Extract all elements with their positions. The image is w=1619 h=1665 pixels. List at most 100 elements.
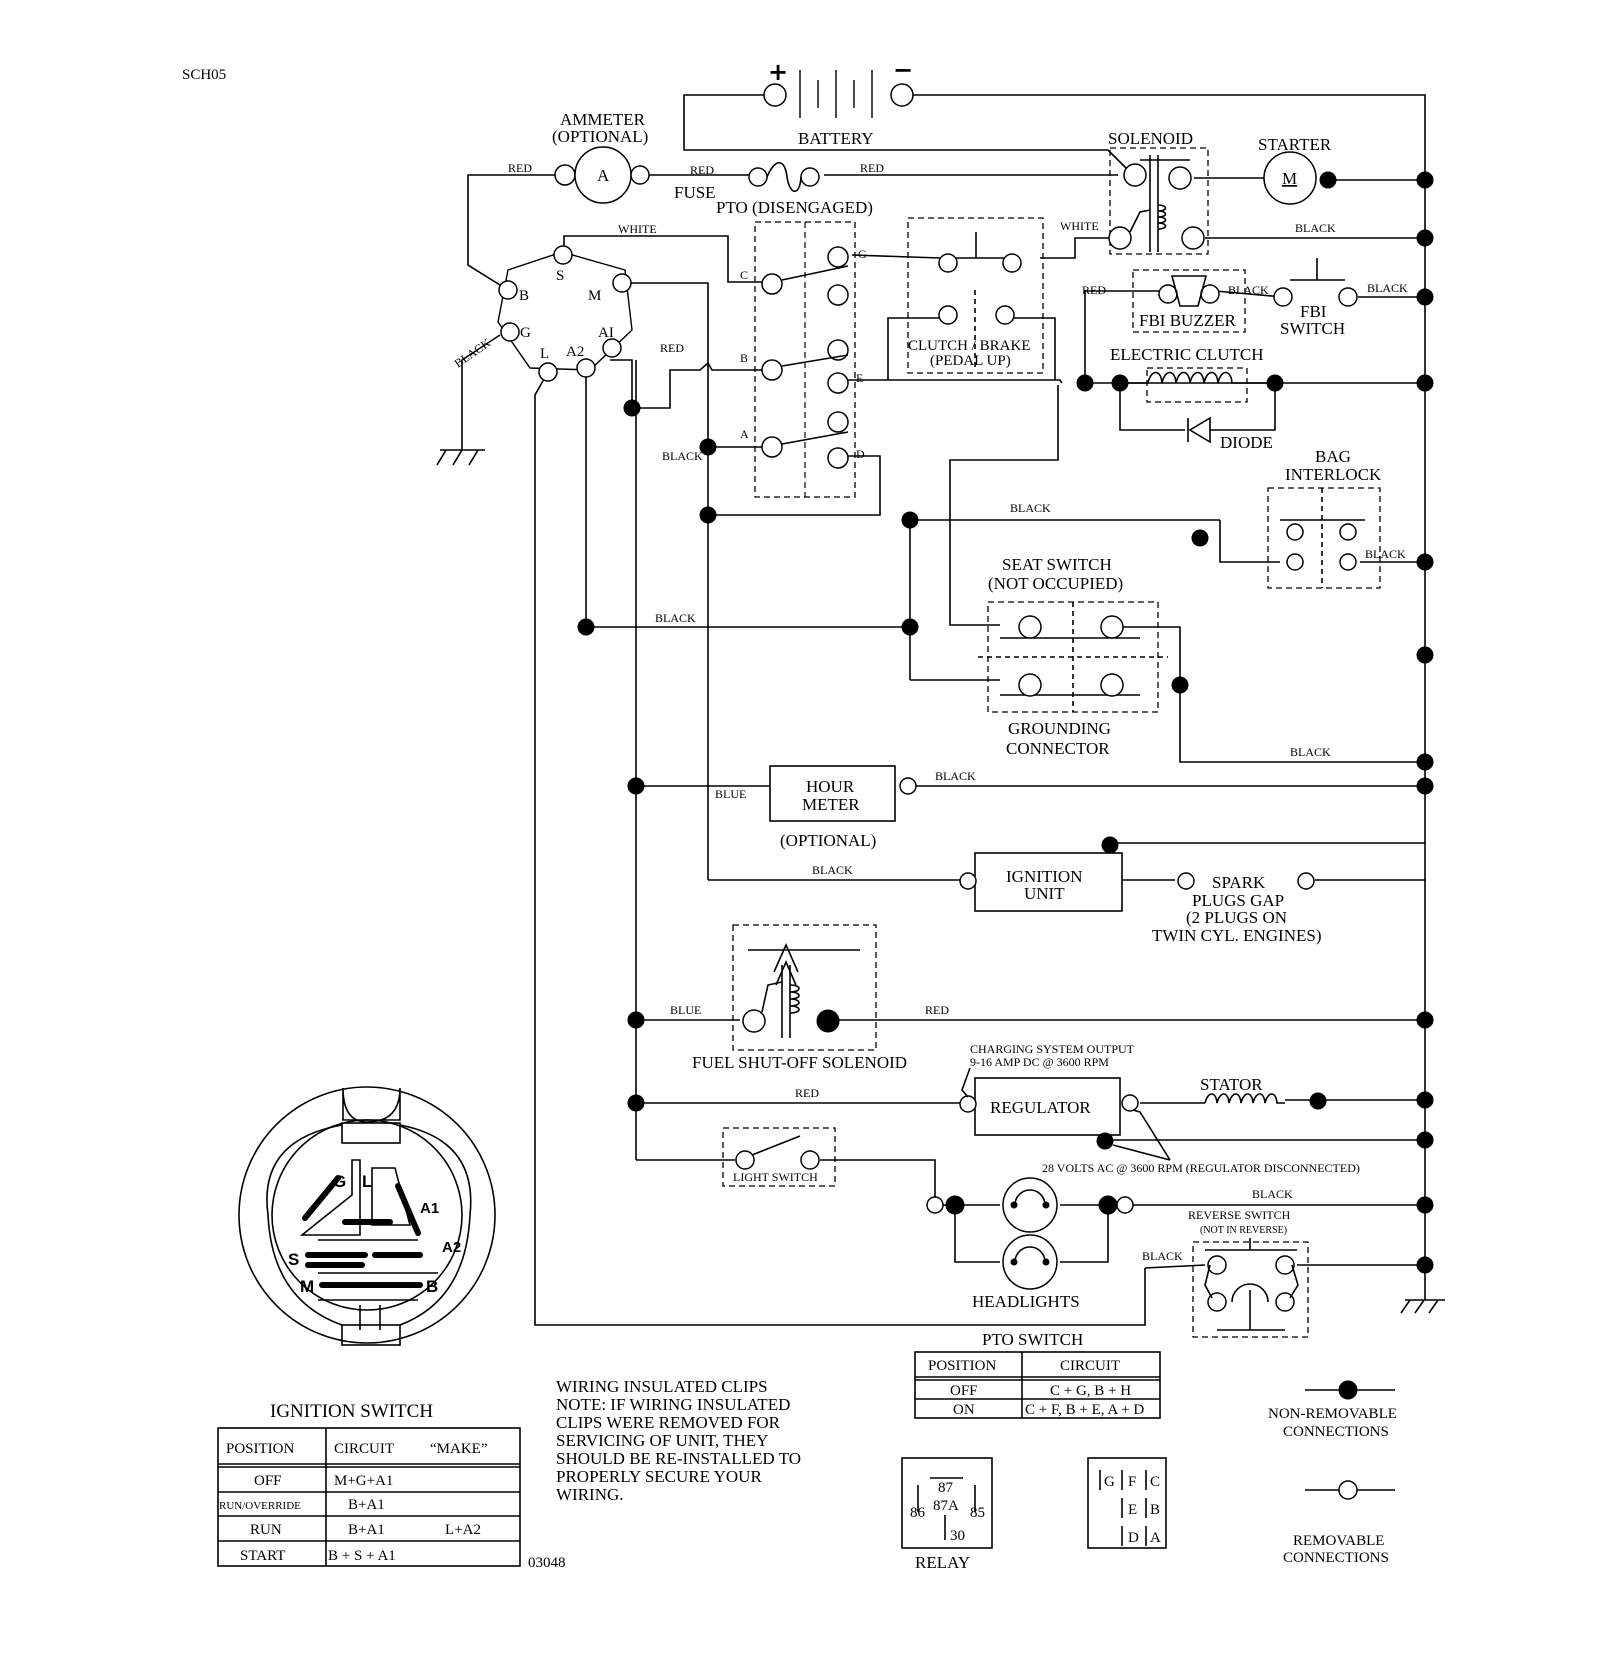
wire-black-seat: BLACK — [655, 611, 696, 625]
starter-symbol: M — [1282, 169, 1297, 188]
pto-th-circuit: CIRCUIT — [1060, 1358, 1120, 1374]
starter: M STARTER — [1258, 135, 1337, 205]
note-line-0: WIRING INSULATED CLIPS — [556, 1377, 768, 1396]
ign-row2-c1: B+A1 — [348, 1522, 385, 1538]
light-switch: LIGHT SWITCH — [722, 1127, 836, 1187]
solenoid-label: SOLENOID — [1108, 129, 1193, 148]
wire-blue-hour: BLUE — [715, 787, 746, 801]
pto-pin-b: B — [1150, 1502, 1160, 1518]
pto-term-b: B — [740, 351, 748, 365]
ignition-switch-schematic: S B M G L A2 AI — [497, 245, 633, 382]
ground-left: BLACK — [436, 334, 501, 466]
face-l: L — [362, 1172, 372, 1191]
pto-switch-table: PTO SWITCH POSITION CIRCUIT OFF C + G, B… — [914, 1330, 1161, 1419]
seat-switch-label: SEAT SWITCH — [1002, 555, 1112, 574]
battery-minus: − — [893, 56, 913, 84]
note-line-1: NOTE: IF WIRING INSULATED — [556, 1395, 790, 1414]
pto-row0-circuit: C + G, B + H — [1050, 1383, 1131, 1399]
ign-th-circuit: CIRCUIT — [334, 1441, 394, 1457]
fbi-switch-sub: SWITCH — [1280, 319, 1345, 338]
grounding-label: GROUNDING — [1008, 719, 1111, 738]
note-line-4: SHOULD BE RE-INSTALLED TO — [556, 1449, 801, 1468]
ign-term-a2: A2 — [566, 344, 584, 360]
battery-label: BATTERY — [798, 129, 874, 148]
wire-black-fbi-1: BLACK — [1228, 283, 1269, 297]
fbi-buzzer: FBI BUZZER — [1132, 269, 1246, 333]
relay: 87 87A 86 85 30 RELAY — [901, 1457, 993, 1572]
ignition-unit-sub: UNIT — [1024, 884, 1065, 903]
ground-right — [1400, 1299, 1445, 1314]
hour-meter-sub: METER — [802, 795, 860, 814]
spark-label-4: TWIN CYL. ENGINES) — [1152, 926, 1322, 945]
relay-87: 87 — [938, 1480, 954, 1496]
pto-label: PTO (DISENGAGED) — [716, 198, 873, 217]
face-s: S — [288, 1250, 299, 1269]
legend: NON-REMOVABLE CONNECTIONS REMOVABLE CONN… — [1268, 1380, 1397, 1566]
ign-row1-c1: B+A1 — [348, 1497, 385, 1513]
ign-term-l: L — [540, 346, 549, 362]
ign-row3-c1: B + S + A1 — [328, 1548, 396, 1564]
diode-label: DIODE — [1220, 433, 1273, 452]
regulator: REGULATOR CHARGING SYSTEM OUTPUT 9-16 AM… — [959, 1042, 1360, 1175]
ign-row2-pos: RUN — [250, 1522, 282, 1538]
note-line-5: PROPERLY SECURE YOUR — [556, 1467, 762, 1486]
charging-note-2: 9-16 AMP DC @ 3600 RPM — [970, 1055, 1109, 1069]
ign-term-s: S — [556, 268, 564, 284]
battery: + − BATTERY — [763, 56, 914, 148]
reverse-switch-sub: (NOT IN REVERSE) — [1200, 1225, 1287, 1236]
hour-meter-label: HOUR — [806, 777, 855, 796]
doc-code: SCH05 — [182, 67, 226, 83]
relay-label: RELAY — [915, 1553, 970, 1572]
wire-blue-fuel: BLUE — [670, 1003, 701, 1017]
pto-switch-title: PTO SWITCH — [982, 1330, 1083, 1349]
wire-red-fuse-right: RED — [860, 161, 884, 175]
wire-red-amm-left: RED — [508, 161, 532, 175]
fbi-switch-label: FBI — [1300, 302, 1327, 321]
wire-red-fuel: RED — [925, 1003, 949, 1017]
wire-red-amm-right: RED — [690, 163, 714, 177]
wire-black-reverse: BLACK — [1142, 1249, 1183, 1263]
ignition-switch-face: G L A1 A2 S M B — [238, 1086, 496, 1346]
relay-30: 30 — [950, 1528, 965, 1544]
junctions — [577, 171, 1434, 1274]
electric-clutch-label: ELECTRIC CLUTCH — [1110, 345, 1263, 364]
pto-row0-pos: OFF — [950, 1383, 978, 1399]
relay-85: 85 — [970, 1505, 985, 1521]
ign-term-g: G — [520, 325, 531, 341]
ign-th-position: POSITION — [226, 1441, 295, 1457]
wire-white-sol: WHITE — [1060, 219, 1099, 233]
electric-clutch: ELECTRIC CLUTCH — [1076, 345, 1284, 403]
hour-meter-optional: (OPTIONAL) — [780, 831, 876, 850]
ign-row0-c1: M+G+A1 — [334, 1473, 393, 1489]
ign-term-b: B — [519, 288, 529, 304]
stator-label: STATOR — [1200, 1075, 1263, 1094]
fuel-solenoid-label: FUEL SHUT-OFF SOLENOID — [692, 1053, 907, 1072]
battery-plus: + — [768, 58, 788, 86]
ign-row2-c2: L+A2 — [445, 1522, 481, 1538]
note-line-3: SERVICING OF UNIT, THEY — [556, 1431, 768, 1450]
bag-interlock-sub: INTERLOCK — [1285, 465, 1382, 484]
fuse: FUSE — [674, 161, 820, 202]
wire-black-headlight: BLACK — [1252, 1187, 1293, 1201]
ign-row3-pos: START — [240, 1548, 285, 1564]
pto-switch-schematic: C G B E A D PTO (DISENGAGED) — [716, 198, 873, 498]
headlights: HEADLIGHTS — [926, 1177, 1134, 1311]
note-line-6: WIRING. — [556, 1485, 624, 1504]
pto-pin-f: F — [1128, 1474, 1136, 1490]
wire-black-starter: BLACK — [1295, 221, 1336, 235]
legend-removable-2: CONNECTIONS — [1283, 1550, 1389, 1566]
ammeter-symbol: A — [597, 166, 610, 185]
ignition-unit-label: IGNITION — [1006, 867, 1082, 886]
bag-interlock-label: BAG — [1315, 447, 1351, 466]
wire-black-ign: BLACK — [812, 863, 853, 877]
ammeter-label: AMMETER — [560, 110, 646, 129]
wire-black-hour: BLACK — [935, 769, 976, 783]
wiring-note: WIRING INSULATED CLIPS NOTE: IF WIRING I… — [556, 1377, 801, 1504]
pto-th-position: POSITION — [928, 1358, 997, 1374]
ammeter: A AMMETER (OPTIONAL) — [552, 110, 650, 204]
wire-red-fbi: RED — [1082, 283, 1106, 297]
pto-row1-circuit: C + F, B + E, A + D — [1025, 1402, 1144, 1418]
pto-term-d: D — [856, 447, 865, 461]
spark-label-1: SPARK — [1212, 873, 1266, 892]
